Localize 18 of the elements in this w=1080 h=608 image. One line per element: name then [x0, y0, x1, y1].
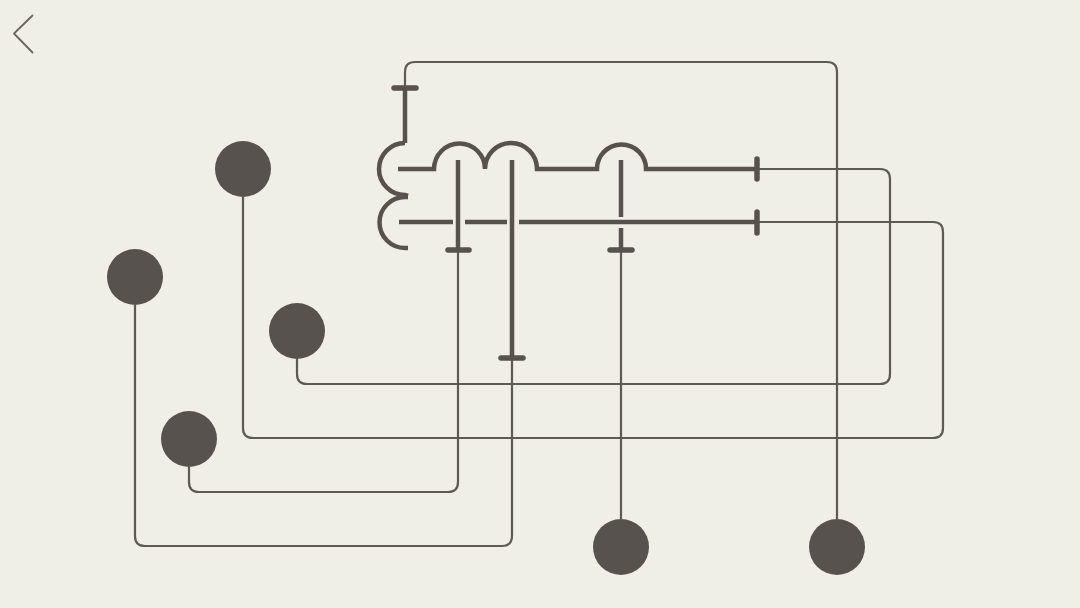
- round-knob: [161, 411, 217, 467]
- round-knob: [107, 249, 163, 305]
- vertical-rod: [607, 160, 635, 253]
- hook-lever: [376, 85, 419, 251]
- arched-rod: [398, 140, 760, 182]
- round-knob: [269, 303, 325, 359]
- round-knob: [593, 519, 649, 575]
- connector-line: [619, 250, 623, 519]
- connector-line: [403, 60, 839, 519]
- connector-line: [295, 167, 892, 386]
- connector-line: [133, 305, 514, 548]
- connector-line: [187, 250, 460, 494]
- slide-rod: [399, 209, 760, 236]
- round-knob: [215, 141, 271, 197]
- vertical-rod: [445, 160, 472, 253]
- connector-line: [241, 197, 945, 440]
- vertical-rod: [498, 160, 526, 361]
- round-knob: [809, 519, 865, 575]
